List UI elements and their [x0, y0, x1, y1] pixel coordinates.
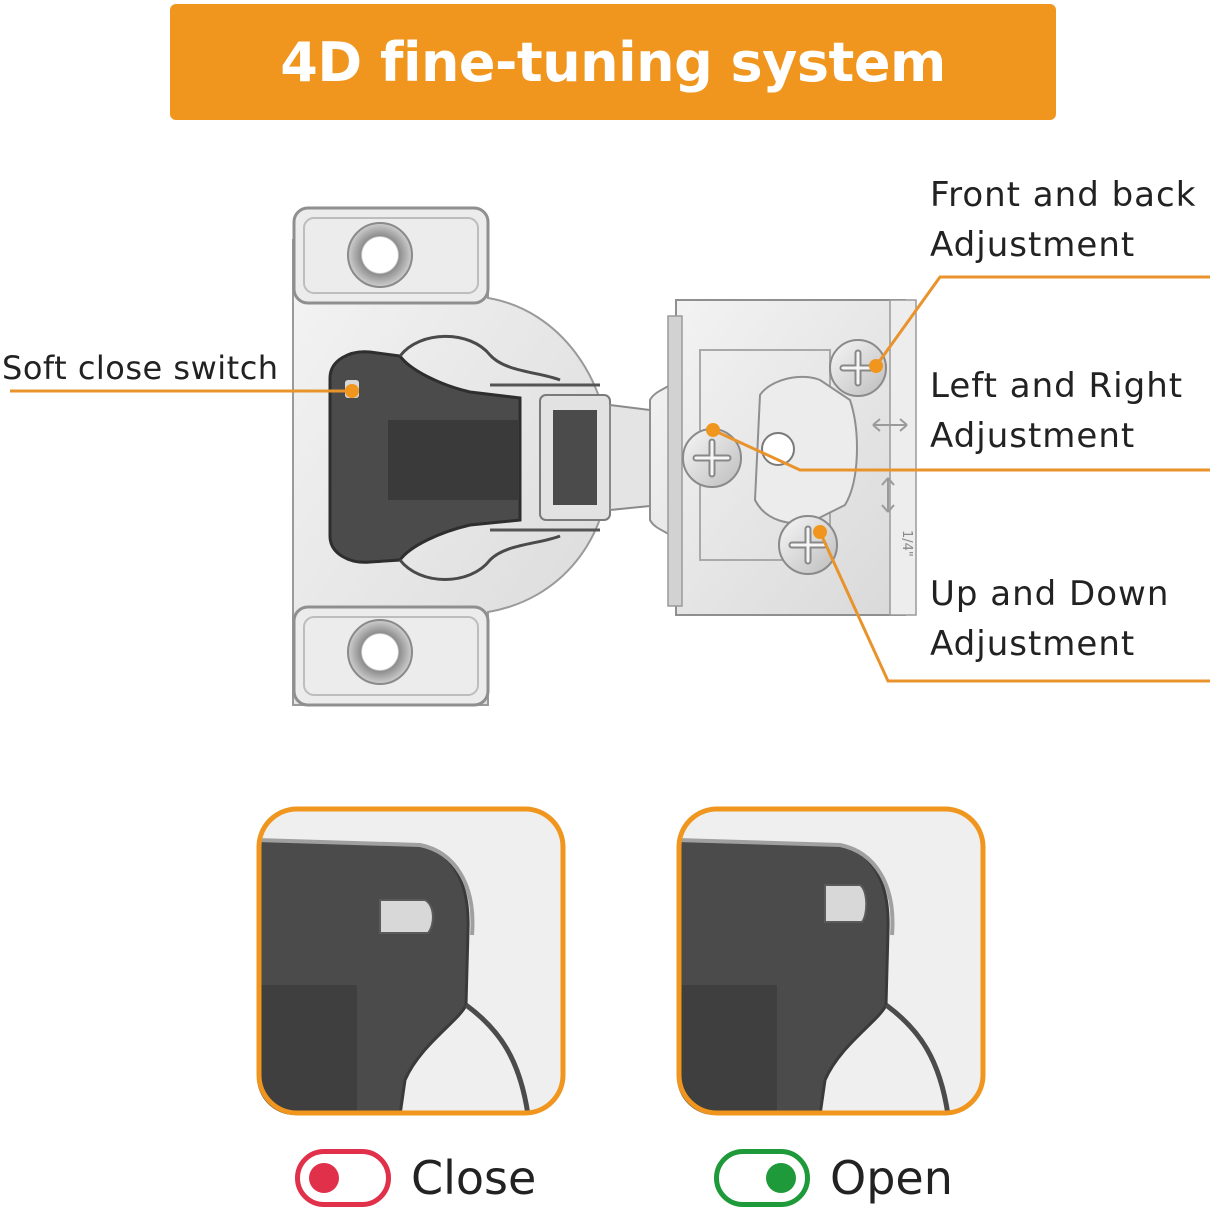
soft-close-label: Soft close switch [2, 349, 279, 387]
page-title: 4D fine-tuning system [280, 30, 946, 94]
closeup-panel-open [676, 806, 986, 1116]
up-down-label: Up and Down Adjustment [930, 569, 1169, 669]
front-back-label-line1: Front and back [930, 175, 1197, 215]
close-toggle-knob [309, 1163, 339, 1193]
vertical-arrow-icon [881, 477, 895, 513]
up-down-pointer-dot [813, 525, 827, 539]
closeup-panel-close [256, 806, 566, 1116]
up-down-label-line2: Adjustment [930, 624, 1136, 664]
hinge-illustration: 1/4" [292, 206, 917, 707]
callout-lines [10, 275, 1210, 683]
open-toggle [714, 1149, 810, 1207]
left-right-pointer-dot [706, 423, 720, 437]
closeup-open-frame [676, 806, 986, 1116]
bottom-screw-hole [347, 619, 413, 685]
front-back-screw [829, 339, 887, 397]
size-mark: 1/4" [899, 530, 914, 557]
left-right-label-line2: Adjustment [930, 416, 1136, 456]
close-state: Close [295, 1143, 536, 1213]
front-back-pointer-dot [869, 359, 883, 373]
front-back-label-line2: Adjustment [930, 225, 1136, 265]
open-toggle-knob [766, 1163, 796, 1193]
closeup-close-frame [256, 806, 566, 1116]
left-right-screw [682, 428, 742, 488]
top-screw-hole [347, 222, 413, 288]
close-toggle [295, 1149, 391, 1207]
left-right-label-line1: Left and Right [930, 366, 1184, 406]
open-label: Open [830, 1151, 953, 1205]
horizontal-arrow-icon [872, 418, 908, 432]
close-label: Close [411, 1151, 537, 1205]
open-state: Open [714, 1143, 953, 1213]
up-down-screw [778, 515, 838, 575]
title-banner: 4D fine-tuning system [170, 4, 1056, 120]
left-right-label: Left and Right Adjustment [930, 361, 1183, 461]
front-back-label: Front and back Adjustment [930, 170, 1196, 270]
soft-close-pointer-dot [345, 384, 359, 398]
up-down-label-line1: Up and Down [930, 574, 1170, 614]
